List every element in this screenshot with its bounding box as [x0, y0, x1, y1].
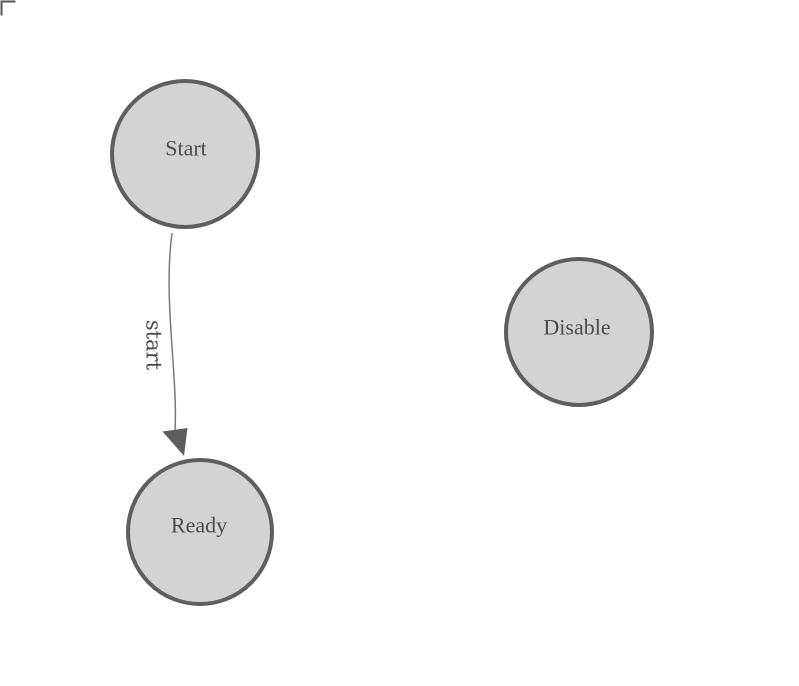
edge-arrowhead-icon	[162, 428, 188, 456]
node-start[interactable]: Start	[110, 79, 260, 229]
node-start-circle[interactable]	[110, 79, 260, 229]
edge-line[interactable]	[168, 232, 177, 431]
node-ready-label: Ready	[171, 513, 227, 538]
node-ready[interactable]: Ready	[126, 458, 274, 606]
node-start-label: Start	[165, 136, 207, 161]
node-disable-circle[interactable]	[504, 257, 654, 407]
edge-start-to-ready[interactable]: start	[142, 232, 188, 456]
node-disable[interactable]: Disable	[504, 257, 654, 407]
node-ready-circle[interactable]	[126, 458, 274, 606]
canvas-origin-marker	[0, 0, 16, 16]
edge-label: start	[142, 320, 166, 371]
node-disable-label: Disable	[543, 315, 610, 340]
